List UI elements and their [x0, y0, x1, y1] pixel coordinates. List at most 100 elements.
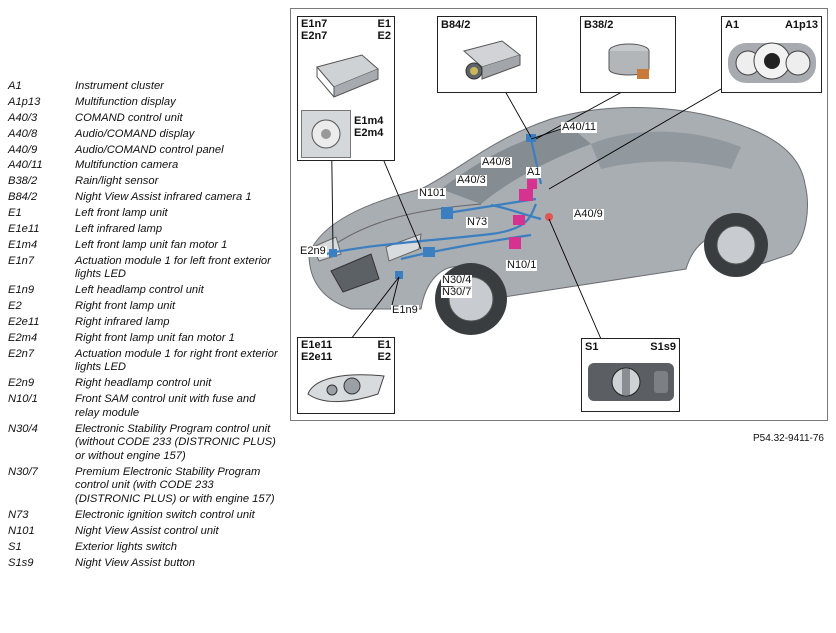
callout-n30-4: N30/4	[441, 274, 473, 286]
front-grille	[330, 253, 380, 293]
label-e2-2: E2	[377, 351, 391, 363]
legend-code: E2m4	[8, 331, 38, 344]
legend-code: E1	[8, 207, 22, 220]
callout-a40-8: A40/8	[481, 156, 512, 168]
legend-description: Exterior lights switch	[75, 540, 177, 553]
front-lamp-right	[385, 233, 422, 262]
legend-description: Electronic ignition switch control unit	[75, 508, 255, 521]
label-e1m4: E1m4	[354, 115, 384, 127]
rain-sensor-image	[608, 43, 650, 79]
actuation-module-image	[316, 54, 379, 98]
legend-description: Audio/COMAND control panel	[75, 143, 224, 156]
legend-description: Left headlamp control unit	[75, 284, 204, 297]
label-s1: S1	[585, 341, 599, 353]
legend-row: E2 Right front lamp unit	[8, 300, 278, 314]
legend-row: E1n9 Left headlamp control unit	[8, 284, 278, 298]
module-n10-1	[509, 237, 521, 249]
legend-row: A40/9 Audio/COMAND control panel	[8, 144, 278, 158]
label-s1s9: S1s9	[650, 341, 676, 353]
legend-code: N30/4	[8, 422, 38, 435]
callout-a1: A1	[526, 166, 542, 178]
legend-description: Right headlamp control unit	[75, 377, 212, 390]
label-e1n7: E1n7	[301, 18, 328, 30]
legend-row: E1e11 Left infrared lamp	[8, 223, 278, 237]
legend-code: A40/8	[8, 127, 38, 140]
legend-code: A40/11	[8, 159, 43, 172]
instrument-cluster-image	[728, 42, 816, 83]
legend-code: B84/2	[8, 191, 38, 204]
legend-row: E1n7 Actuation module 1 for left front ex…	[8, 255, 278, 282]
figure-id: P54.32-9411-76	[753, 433, 824, 444]
module-a40-9	[545, 213, 553, 221]
legend-description: Right infrared lamp	[75, 316, 170, 329]
callout-a40-11: A40/11	[561, 121, 598, 133]
callout-a40-9: A40/9	[573, 208, 604, 220]
legend-code: S1s9	[8, 556, 34, 569]
callout-n73: N73	[466, 216, 489, 228]
legend-code: B38/2	[8, 175, 38, 188]
legend-code: E1e11	[8, 223, 40, 236]
legend-code: N101	[8, 524, 35, 537]
legend-code: N73	[8, 508, 29, 521]
legend-code: E2	[8, 300, 22, 313]
legend-row: N101 Night View Assist control unit	[8, 525, 278, 539]
legend-description: Audio/COMAND display	[75, 127, 195, 140]
legend-description: Left front lamp unit fan motor 1	[75, 238, 228, 251]
legend-description: Premium Electronic Stability Program con…	[75, 465, 275, 505]
inset-instrument-cluster: A1 A1p13	[721, 16, 822, 93]
module-e1n9	[395, 271, 403, 279]
legend-code: E1n9	[8, 284, 35, 297]
legend-description: Right front lamp unit	[75, 300, 176, 313]
legend-description: Electronic Stability Program control uni…	[75, 422, 276, 462]
legend-row: A40/11 Multifunction camera	[8, 159, 278, 173]
ir-camera-image	[462, 40, 522, 80]
legend-description: Multifunction camera	[75, 159, 179, 172]
label-a1: A1	[725, 19, 740, 31]
module-n30	[423, 247, 435, 257]
callout-n101: N101	[418, 187, 447, 199]
legend-description: Left infrared lamp	[75, 223, 163, 236]
legend-code: E2n7	[8, 347, 35, 360]
module-n101	[441, 207, 453, 219]
legend-description: Rain/light sensor	[75, 175, 159, 188]
callout-n30-7: N30/7	[441, 286, 473, 298]
rear-rim	[716, 225, 756, 265]
legend-code: N10/1	[8, 393, 38, 406]
legend-code: A1p13	[8, 95, 41, 108]
legend-row: N30/4 Electronic Stability Program contro…	[8, 423, 278, 464]
label-b38-2: B38/2	[584, 19, 614, 31]
inset-light-switch: S1 S1s9	[581, 338, 680, 412]
label-e2n7: E2n7	[301, 30, 328, 42]
legend-code: N30/7	[8, 465, 38, 478]
module-a40-8	[527, 179, 537, 189]
legend-description: Night View Assist infrared camera 1	[75, 191, 252, 204]
label-b84-2: B84/2	[441, 19, 471, 31]
legend-row: N30/7 Premium Electronic Stability Progra…	[8, 466, 278, 507]
legend-code: A1	[8, 80, 22, 92]
hood-line	[330, 203, 482, 248]
legend-code: A40/9	[8, 143, 38, 156]
legend-code: E1m4	[8, 238, 38, 251]
diagram-frame: E1n7 E1 E2n7 E2 E1m4 E2m4 B84/2 B38/2	[290, 8, 828, 421]
callout-e1n9: E1n9	[391, 304, 419, 316]
legend-row: A40/8 Audio/COMAND display	[8, 128, 278, 142]
legend-description: Actuation module 1 for left front exteri…	[75, 254, 271, 281]
legend-code: E1n7	[8, 254, 35, 267]
light-switch-image	[588, 363, 674, 401]
inset-ir-lamp: E1e11 E1 E2e11 E2	[297, 337, 395, 414]
label-e1e11: E1e11	[301, 339, 333, 351]
legend-description: COMAND control unit	[75, 111, 183, 124]
callout-n10-1: N10/1	[506, 259, 538, 271]
legend-description: Night View Assist control unit	[75, 524, 219, 537]
fan-motor-inset: E1m4 E2m4	[301, 110, 389, 158]
